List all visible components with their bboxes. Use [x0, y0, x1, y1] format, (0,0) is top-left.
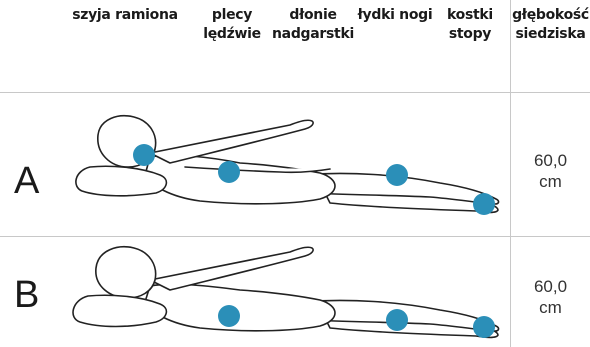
header-seat-depth-line2: siedziska [511, 25, 590, 44]
row-a-seat-depth: 60,0 cm [511, 150, 590, 192]
row-b-unit: cm [511, 297, 590, 318]
row-b-figure [0, 240, 510, 347]
lying-person-drawing [73, 247, 499, 338]
row-a-value: 60,0 [511, 150, 590, 171]
marker-back-lumbar [218, 305, 240, 327]
marker-ankles [473, 193, 495, 215]
header-back-line2: lędźwie [197, 25, 267, 44]
header-calves: łydki nogi [350, 6, 440, 25]
row-b-seat-depth: 60,0 cm [511, 276, 590, 318]
header-hands-line2: nadgarstki [268, 25, 358, 44]
header-hands-line1: dłonie [268, 6, 358, 25]
row-a-figure [0, 105, 510, 225]
row-a-unit: cm [511, 171, 590, 192]
header-ankles-line2: stopy [440, 25, 500, 44]
marker-ankles [473, 316, 495, 338]
header-seat-depth: głębokość siedziska [511, 6, 590, 44]
header-back: plecy lędźwie [197, 6, 267, 44]
header-ankles-line1: kostki [440, 6, 500, 25]
header-hands: dłonie nadgarstki [268, 6, 358, 44]
marker-calves [386, 309, 408, 331]
header-ankles: kostki stopy [440, 6, 500, 44]
header-seat-depth-line1: głębokość [511, 6, 590, 25]
header-back-line1: plecy [197, 6, 267, 25]
marker-back-lumbar [218, 161, 240, 183]
row-divider [0, 236, 590, 237]
header-neck-shoulders: szyja ramiona [60, 6, 190, 25]
header-divider [0, 92, 590, 93]
marker-calves [386, 164, 408, 186]
marker-neck-shoulders [133, 144, 155, 166]
row-b-value: 60,0 [511, 276, 590, 297]
